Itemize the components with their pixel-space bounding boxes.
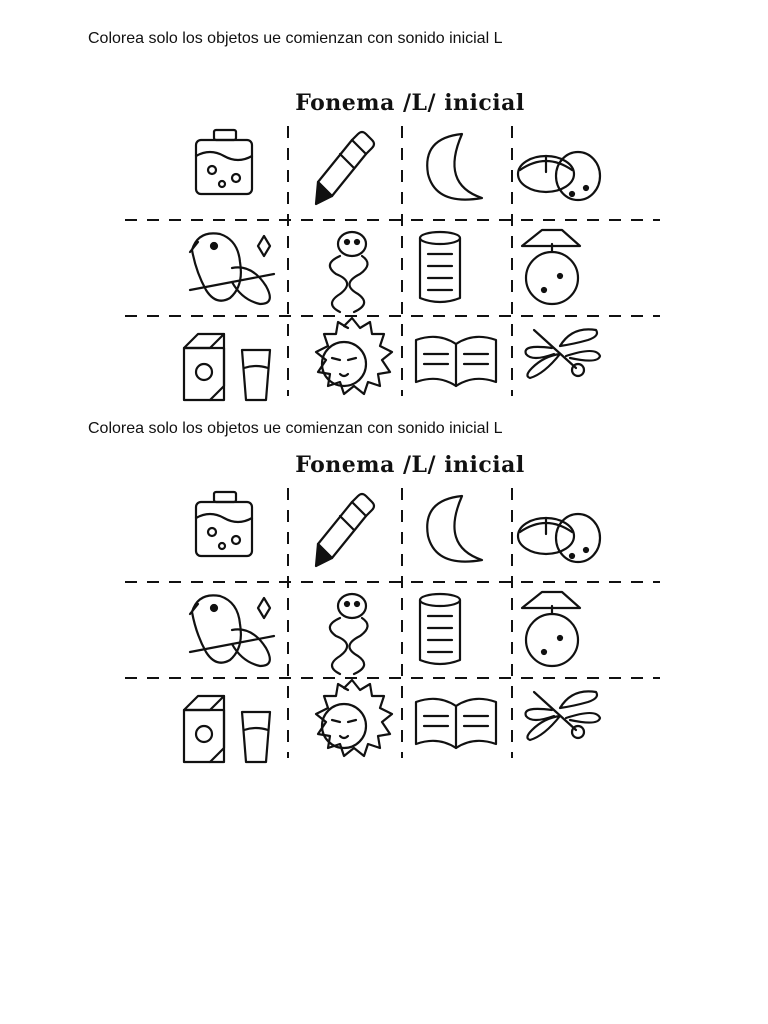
pencil-icon <box>314 492 376 568</box>
lemon-icon <box>516 512 602 564</box>
book-icon <box>414 697 498 750</box>
worksheet-grid: Fonema /L/ inicial <box>125 90 660 402</box>
lion-icon <box>314 316 394 396</box>
moon-icon <box>426 132 484 201</box>
moon-icon <box>426 494 484 563</box>
jam-jar-icon <box>194 490 254 558</box>
instruction-text: Colorea solo los objetos ue comienzan co… <box>88 420 503 437</box>
milk-carton-and-glass-icon <box>182 332 272 402</box>
cut-lines <box>125 126 660 396</box>
parrot-icon <box>188 594 276 668</box>
orange-icon <box>520 590 582 668</box>
can-icon <box>418 592 462 666</box>
lion-icon <box>314 678 394 758</box>
dragonfly-icon <box>524 328 602 380</box>
worksheet-title: Fonema /L/ inicial <box>295 90 525 116</box>
instruction-text: Colorea solo los objetos ue comienzan co… <box>88 30 503 47</box>
worm-icon <box>328 592 369 676</box>
book-icon <box>414 335 498 388</box>
worksheet-sheet: Fonema /L/ inicial <box>0 440 768 800</box>
worksheet-grid: Fonema /L/ inicial <box>125 452 660 764</box>
jam-jar-icon <box>194 128 254 196</box>
milk-carton-and-glass-icon <box>182 694 272 764</box>
parrot-icon <box>188 232 276 306</box>
dragonfly-icon <box>524 690 602 742</box>
orange-icon <box>520 228 582 306</box>
can-icon <box>418 230 462 304</box>
worksheet-sheet: Fonema /L/ inicial <box>0 78 768 438</box>
lemon-icon <box>516 150 602 202</box>
pencil-icon <box>314 130 376 206</box>
cut-lines <box>125 488 660 758</box>
worksheet-title: Fonema /L/ inicial <box>295 452 525 478</box>
worm-icon <box>328 230 369 314</box>
